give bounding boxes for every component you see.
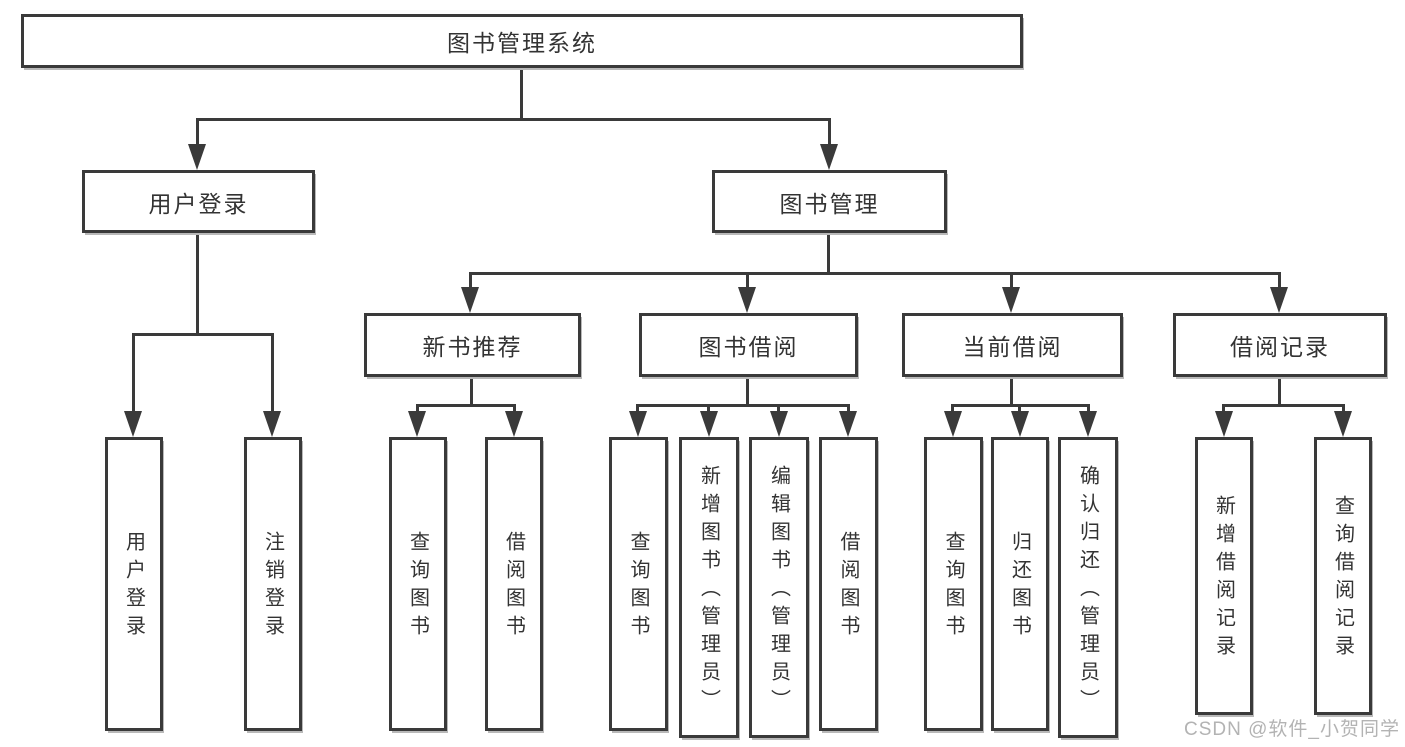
connector-line — [1010, 272, 1013, 290]
leaf-add-books-admin: 新增图书（管理员） — [679, 437, 739, 738]
leaf-query-books-recommend: 查询图书 — [389, 437, 447, 731]
leaf-label: 编辑图书（管理员） — [767, 464, 790, 717]
leaf-query-borrow-record: 查询借阅记录 — [1314, 437, 1372, 715]
leaf-label: 归还图书 — [1008, 531, 1031, 643]
connector-line — [1010, 375, 1013, 407]
connector-line — [196, 118, 199, 148]
node-label: 图书借阅 — [698, 334, 799, 360]
leaf-label: 借阅图书 — [502, 531, 525, 643]
leaf-edit-books-admin: 编辑图书（管理员） — [749, 437, 809, 738]
node-label: 图书管理 — [779, 190, 880, 217]
connector-line — [1278, 375, 1281, 407]
arrow-down-icon — [505, 411, 523, 437]
csdn-watermark: CSDN @软件_小贺同学 — [1184, 719, 1400, 740]
connector-line — [513, 404, 516, 415]
connector-line — [1342, 404, 1345, 415]
arrow-down-icon — [188, 144, 206, 170]
node-book-borrowing: 图书借阅 — [639, 313, 858, 377]
arrow-down-icon — [1011, 411, 1029, 437]
arrow-down-icon — [408, 411, 426, 437]
connector-line — [416, 404, 419, 415]
arrow-down-icon — [461, 287, 479, 313]
connector-line — [416, 404, 516, 407]
leaf-label: 用户登录 — [122, 531, 145, 643]
arrow-down-icon — [1270, 287, 1288, 313]
connector-line — [1222, 404, 1225, 415]
arrow-down-icon — [1079, 411, 1097, 437]
leaf-return-books: 归还图书 — [991, 437, 1049, 731]
node-user-login: 用户登录 — [82, 170, 315, 233]
leaf-borrow-books-recommend: 借阅图书 — [485, 437, 543, 731]
connector-line — [1278, 272, 1281, 290]
arrow-down-icon — [820, 144, 838, 170]
connector-line — [828, 118, 831, 148]
leaf-label: 新增图书（管理员） — [697, 464, 720, 717]
connector-line — [746, 375, 749, 407]
leaf-label: 确认归还（管理员） — [1076, 464, 1099, 717]
connector-line — [132, 333, 135, 413]
connector-line — [951, 404, 954, 415]
connector-line — [636, 404, 850, 407]
node-borrowing-records: 借阅记录 — [1173, 313, 1387, 377]
arrow-down-icon — [839, 411, 857, 437]
leaf-label: 查询图书 — [627, 531, 649, 643]
node-new-book-recommend: 新书推荐 — [364, 313, 581, 377]
connector-line — [196, 118, 831, 121]
arrow-down-icon — [944, 411, 962, 437]
node-label: 用户登录 — [148, 190, 249, 217]
node-book-management: 图书管理 — [712, 170, 947, 233]
connector-line — [636, 404, 639, 415]
leaf-logout: 注销登录 — [244, 437, 302, 731]
leaf-label: 查询借阅记录 — [1331, 495, 1354, 663]
leaf-query-books-current: 查询图书 — [924, 437, 983, 731]
connector-line — [470, 375, 473, 407]
connector-line — [520, 66, 523, 120]
arrow-down-icon — [1334, 411, 1352, 437]
connector-line — [271, 333, 274, 413]
connector-line — [777, 404, 780, 415]
leaf-borrow-books: 借阅图书 — [819, 437, 878, 731]
arrow-down-icon — [1002, 287, 1020, 313]
arrow-down-icon — [770, 411, 788, 437]
connector-line — [847, 404, 850, 415]
connector-line — [827, 231, 830, 275]
leaf-add-borrow-record: 新增借阅记录 — [1195, 437, 1253, 715]
connector-line — [1222, 404, 1345, 407]
node-label: 新书推荐 — [422, 334, 523, 360]
connector-line — [746, 272, 749, 290]
leaf-label: 注销登录 — [261, 531, 284, 643]
node-label: 当前借阅 — [962, 334, 1063, 360]
connector-line — [1018, 404, 1021, 415]
leaf-confirm-return-admin: 确认归还（管理员） — [1058, 437, 1118, 738]
leaf-label: 查询图书 — [406, 531, 429, 643]
arrow-down-icon — [738, 287, 756, 313]
arrow-down-icon — [263, 411, 281, 437]
node-label: 借阅记录 — [1230, 334, 1330, 360]
connector-line — [132, 333, 274, 336]
leaf-label: 新增借阅记录 — [1212, 495, 1235, 663]
leaf-label: 查询图书 — [942, 531, 964, 643]
node-current-borrowing: 当前借阅 — [902, 313, 1123, 377]
connector-line — [707, 404, 710, 415]
arrow-down-icon — [124, 411, 142, 437]
leaf-query-books-borrowing: 查询图书 — [609, 437, 668, 731]
arrow-down-icon — [1215, 411, 1233, 437]
node-root-label: 图书管理系统 — [447, 30, 597, 56]
arrow-down-icon — [700, 411, 718, 437]
leaf-user-login: 用户登录 — [105, 437, 163, 731]
arrow-down-icon — [629, 411, 647, 437]
connector-line — [196, 231, 199, 336]
connector-line — [469, 272, 472, 290]
connector-line — [469, 272, 1281, 275]
connector-line — [1087, 404, 1090, 415]
leaf-label: 借阅图书 — [837, 531, 859, 643]
node-root-system: 图书管理系统 — [21, 14, 1023, 68]
